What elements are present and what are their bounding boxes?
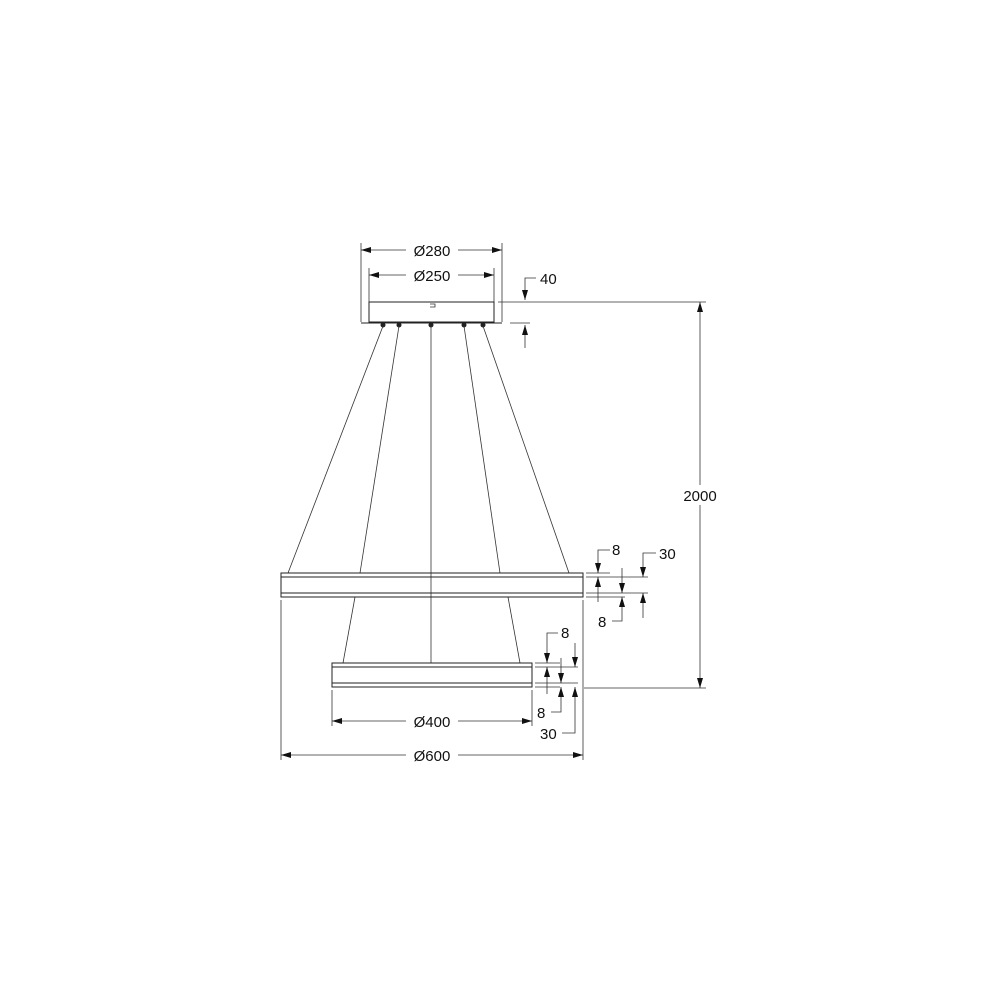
dim-label: 30 <box>540 726 557 743</box>
dim-label: 8 <box>612 542 620 559</box>
dim-label: Ø400 <box>414 714 451 731</box>
dim-label: Ø600 <box>414 748 451 765</box>
canopy <box>361 301 502 328</box>
small-ring <box>331 662 533 688</box>
dim-label: 8 <box>561 625 569 642</box>
dim-label: 30 <box>659 546 676 563</box>
dim-canopy-outer: Ø280 <box>360 240 503 322</box>
dim-total-height: 2000 <box>498 301 722 689</box>
dim-small-ring-diameter: Ø400 <box>331 690 533 731</box>
dim-label: 2000 <box>683 488 716 505</box>
dim-label: 8 <box>537 705 545 722</box>
dim-canopy-height: 40 <box>510 271 557 348</box>
suspension-cables <box>287 325 570 664</box>
dim-large-ring-bands: 8 8 30 <box>586 542 676 631</box>
dim-label: 40 <box>540 271 557 288</box>
dim-small-ring-bands: 8 8 30 <box>535 625 578 743</box>
dim-canopy-inner: Ø250 <box>368 265 495 302</box>
dim-label: 8 <box>598 614 606 631</box>
dim-label: Ø250 <box>414 268 451 285</box>
dim-large-ring-diameter: Ø600 <box>280 600 584 765</box>
dim-label: Ø280 <box>414 243 451 260</box>
large-ring <box>280 572 584 598</box>
